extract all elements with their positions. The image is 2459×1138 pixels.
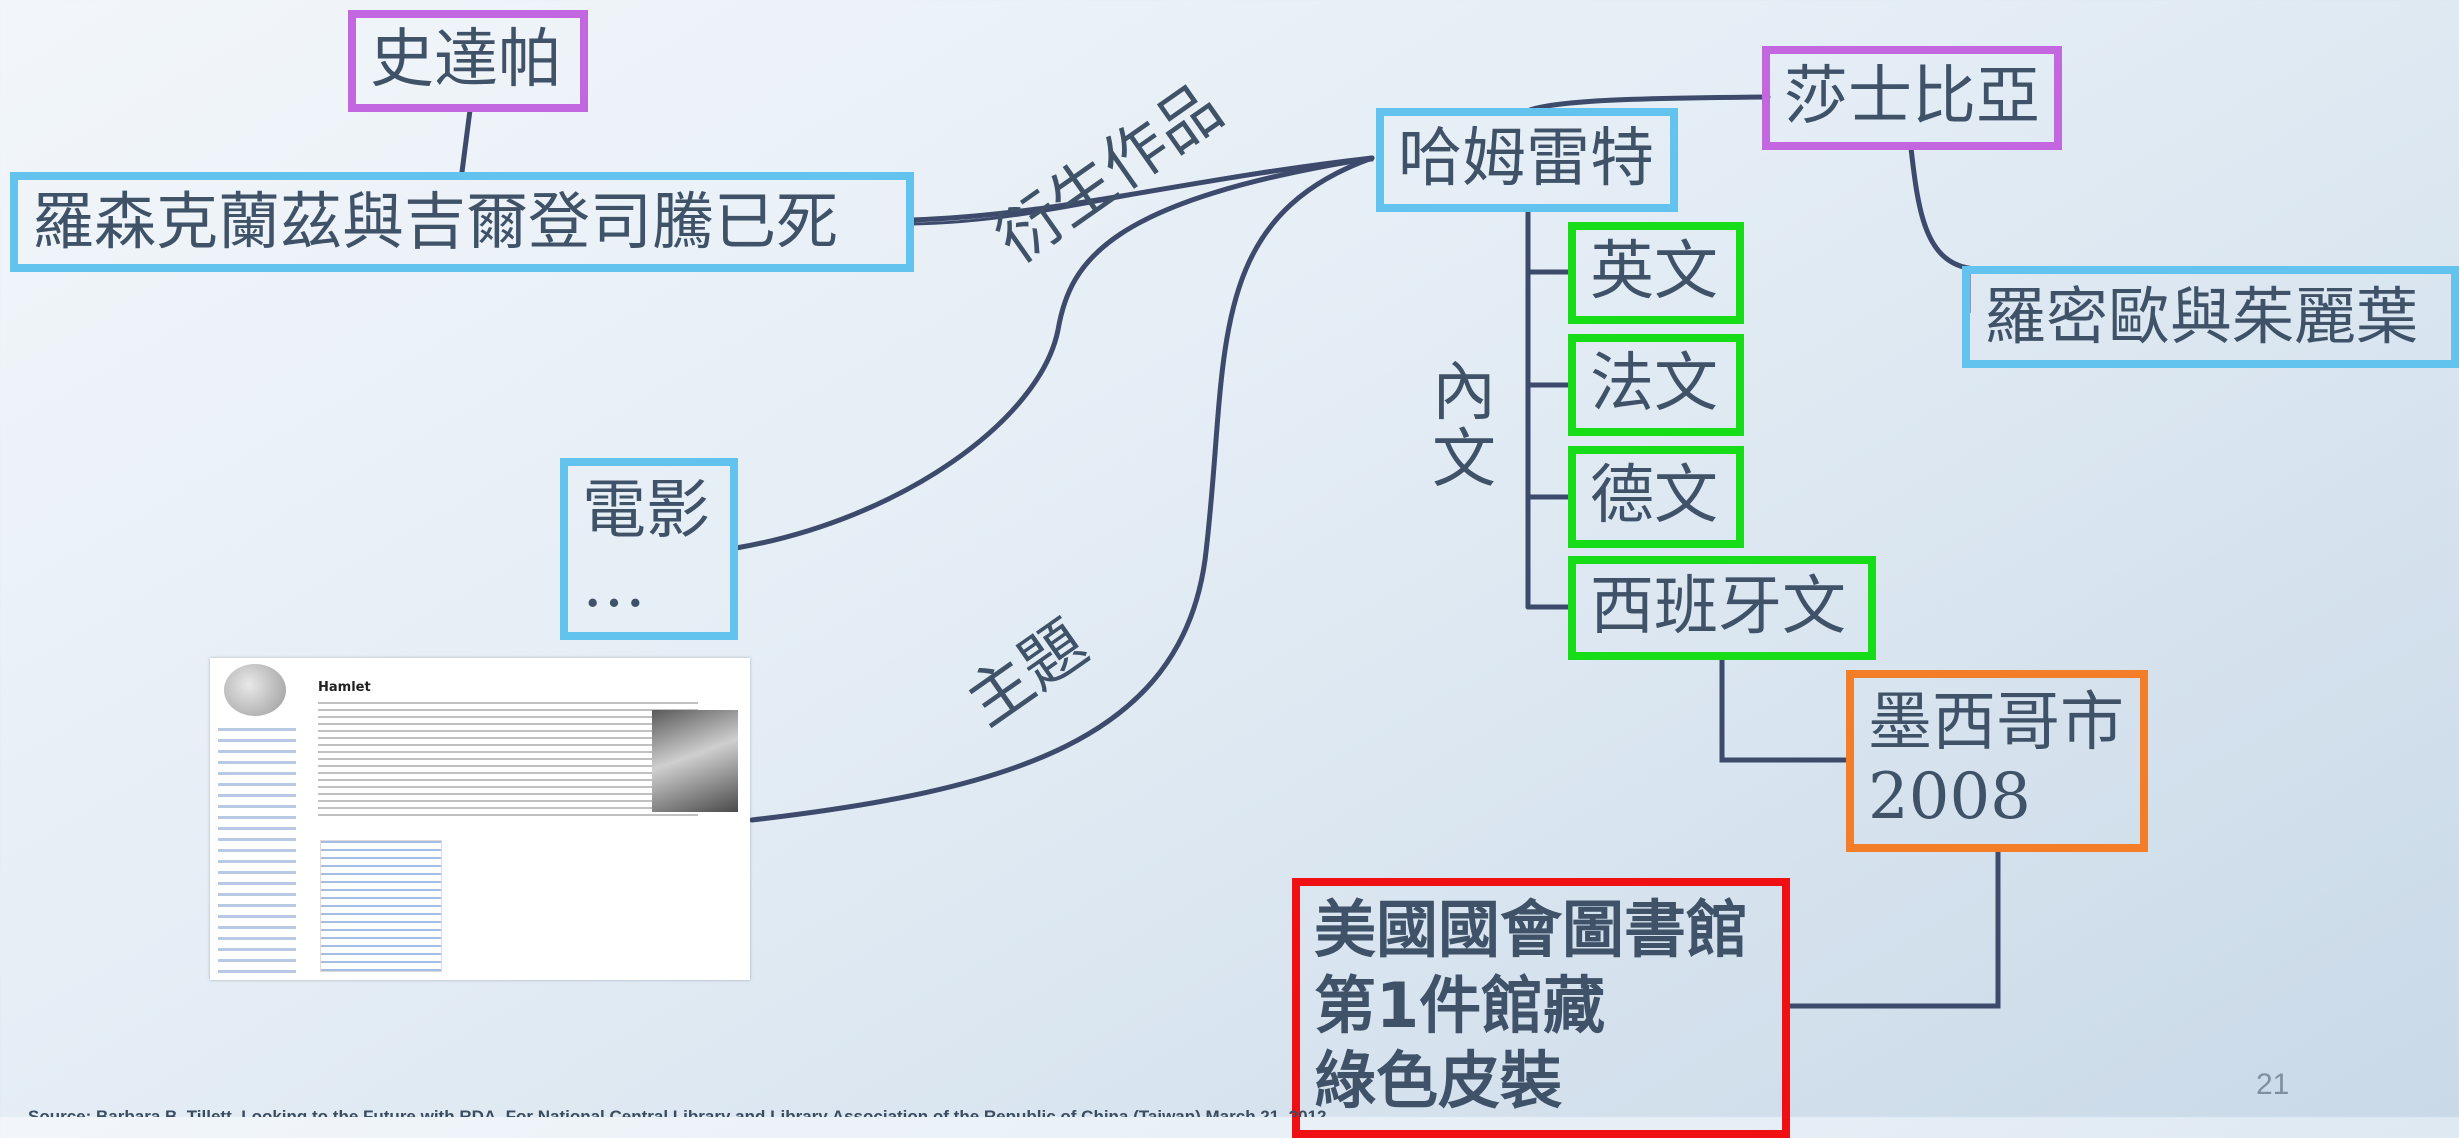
node-film-line1: 電影 xyxy=(582,474,710,549)
node-loc-line2: 第1件館藏 xyxy=(1314,968,1606,1042)
label-content-line1: 內 xyxy=(1432,356,1496,430)
label-content: 內 文 xyxy=(1432,356,1496,498)
line-hamlet-shakespeare xyxy=(1527,94,1771,113)
node-film-line2: … xyxy=(582,548,646,622)
node-stoppard-label: 史達帕 xyxy=(370,23,562,98)
node-rosencrantz-label: 羅森克蘭茲與吉爾登司騰已死 xyxy=(32,185,839,259)
node-german-label: 德文 xyxy=(1590,459,1718,534)
node-hamlet-label: 哈姆雷特 xyxy=(1398,122,1654,197)
node-mexico: 墨西哥市 2008 xyxy=(1846,670,2148,852)
node-stoppard: 史達帕 xyxy=(348,10,588,112)
line-film-hamlet xyxy=(733,155,1375,551)
node-loc-line1: 美國國會圖書館 xyxy=(1314,893,1749,966)
source-citation: Source: Barbara B. Tillett, Looking to t… xyxy=(28,1107,1327,1117)
wikipedia-globe-icon xyxy=(224,664,286,716)
node-loc-line3: 綠色皮裝 xyxy=(1314,1044,1563,1118)
node-english: 英文 xyxy=(1568,222,1744,324)
line-stoppard-rosencrantz xyxy=(459,107,473,175)
line-spanish-mexico xyxy=(1719,657,1853,763)
line-mexico-loc xyxy=(1784,847,2001,1009)
node-spanish-label: 西班牙文 xyxy=(1590,570,1846,645)
node-mexico-line2: 2008 xyxy=(1868,760,2031,834)
node-hamlet: 哈姆雷特 xyxy=(1376,108,1678,212)
node-library-of-congress: 美國國會圖書館 第1件館藏 綠色皮裝 xyxy=(1292,878,1790,1138)
wiki-sidebar xyxy=(218,728,296,973)
node-german: 德文 xyxy=(1568,446,1744,548)
line-shakespeare-romeo xyxy=(1908,145,1971,315)
wiki-article-text xyxy=(318,702,698,817)
node-rosencrantz: 羅森克蘭茲與吉爾登司騰已死 xyxy=(10,172,914,272)
wikipedia-hamlet-thumbnail: Hamlet xyxy=(210,658,750,980)
line-wiki-hamlet xyxy=(749,155,1375,823)
node-french-label: 法文 xyxy=(1590,347,1718,422)
node-film: 電影 … xyxy=(560,458,738,640)
page-number: 21 xyxy=(2256,1068,2290,1101)
node-shakespeare: 莎士比亞 xyxy=(1762,46,2062,150)
node-spanish: 西班牙文 xyxy=(1568,556,1876,660)
node-french: 法文 xyxy=(1568,334,1744,436)
node-mexico-line1: 墨西哥市 xyxy=(1868,686,2124,761)
node-romeo: 羅密歐與茱麗葉 xyxy=(1962,266,2459,368)
label-content-line2: 文 xyxy=(1432,423,1496,498)
wiki-article-title: Hamlet xyxy=(318,680,371,695)
wiki-contents-box xyxy=(320,840,442,972)
node-english-label: 英文 xyxy=(1590,235,1718,310)
wiki-article-image xyxy=(652,710,738,812)
node-romeo-label: 羅密歐與茱麗葉 xyxy=(1984,280,2419,354)
node-shakespeare-label: 莎士比亞 xyxy=(1784,60,2040,135)
